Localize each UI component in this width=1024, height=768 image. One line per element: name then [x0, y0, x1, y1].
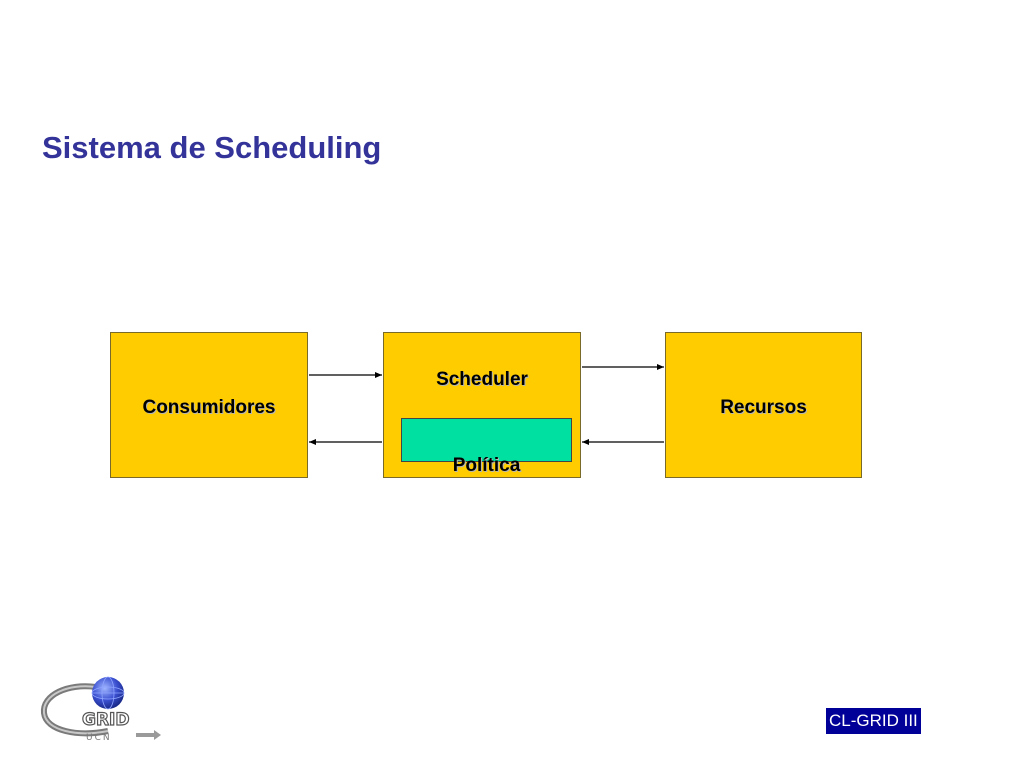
cl-grid-badge: CL-GRID III	[826, 708, 921, 734]
slide-title: Sistema de Scheduling	[42, 130, 382, 165]
logo-text: GRID	[82, 710, 129, 730]
politica-box: Política	[401, 418, 572, 476]
recursos-label: Recursos	[720, 397, 807, 418]
recursos-box: Recursos	[665, 332, 862, 478]
consumidores-box: Consumidores	[110, 332, 308, 478]
logo-subtext: UCN	[86, 733, 112, 743]
scheduler-box: Scheduler Política	[383, 332, 581, 478]
grid-ucn-logo: GRID UCN	[40, 676, 161, 743]
consumidores-label: Consumidores	[142, 397, 276, 418]
scheduler-label: Scheduler	[436, 369, 528, 390]
politica-label: Política	[452, 455, 521, 476]
